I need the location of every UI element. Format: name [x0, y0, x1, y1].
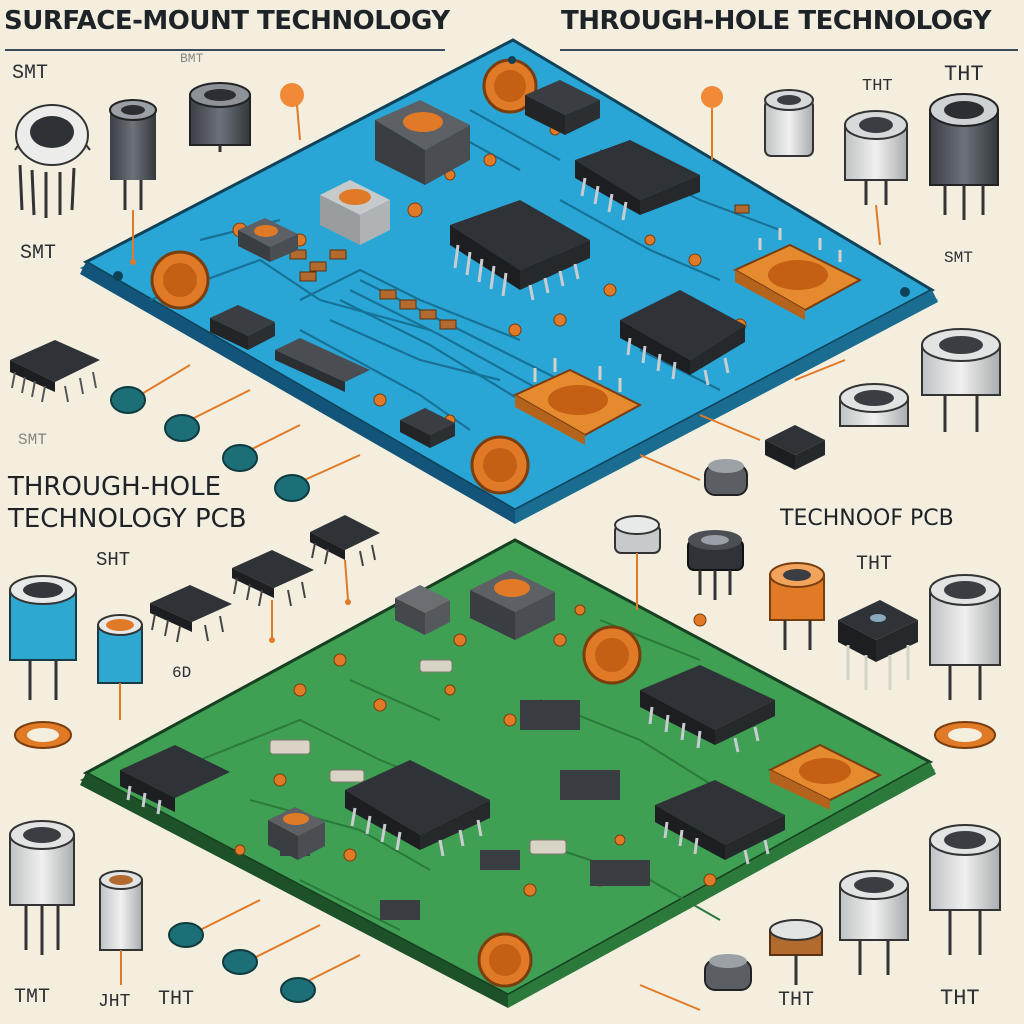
label-techno-pcb: TECHNOOF PCB [780, 506, 954, 531]
label-6d: 6D [172, 664, 192, 682]
tht-header-title: THROUGH-HOLE TECHNOLOGY [561, 6, 991, 36]
label-tht-bottom-left: THT [158, 988, 195, 1011]
tht-board [80, 538, 936, 1008]
smt-board [80, 38, 938, 524]
smt-header-title: SURFACE-MOUNT TECHNOLOGY [4, 6, 450, 36]
label-tht-mid-right: THT [856, 553, 893, 576]
right-side-components-bottom [614, 515, 1001, 1011]
label-tmt: TMT [14, 986, 51, 1009]
right-side-components-top [639, 86, 1001, 496]
label-smt-right-mid: SMT [944, 249, 973, 267]
left-side-components-top [10, 82, 361, 502]
label-sht: SHT [96, 549, 131, 571]
label-jht: JHT [98, 992, 131, 1012]
left-side-components-bottom [9, 515, 380, 1003]
label-tht-top-right-small: THT [862, 77, 893, 96]
label-smt-left-lower: SMT [18, 431, 47, 449]
label-through-hole-line1: THROUGH-HOLE [8, 472, 222, 502]
label-tht-top-right: THT [944, 62, 984, 87]
label-through-hole-line2: TECHNOLOGY PCB [8, 504, 247, 534]
label-smt-left-mid: SMT [20, 242, 57, 265]
label-tht-bottom-right: THT [940, 986, 980, 1011]
label-smt-top-left: SMT [12, 62, 49, 85]
header-sub-label: BMT [180, 51, 204, 66]
label-tht-bottom-center: THT [778, 989, 815, 1012]
